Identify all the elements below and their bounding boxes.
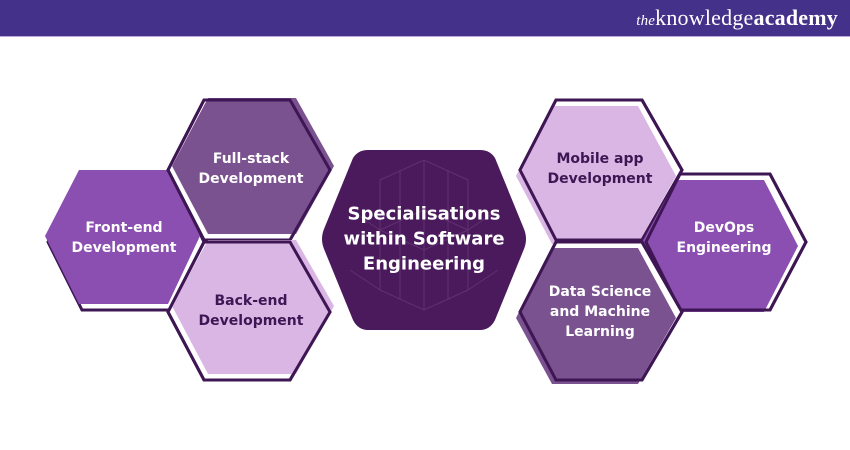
hexagon-center	[322, 150, 526, 330]
hexagon-back-end	[166, 240, 334, 382]
mobile-app-label: Mobile app Development	[547, 151, 653, 187]
hexagon-devops	[640, 172, 808, 312]
center-label: Specialisations within Software Engineer…	[343, 203, 505, 275]
hexagon-mobile-app	[516, 98, 684, 244]
hexagon-full-stack	[166, 98, 334, 242]
hexagon-front-end	[45, 170, 206, 312]
data-science-label: Data Science and Machine Learning	[548, 284, 652, 340]
full-stack-label: Full-stack Development	[198, 151, 304, 187]
devops-label: DevOps Engineering	[676, 220, 772, 256]
brand-header: theknowledgeacademy	[0, 0, 850, 37]
lattice-pattern	[349, 159, 499, 311]
back-end-label: Back-end Development	[198, 293, 304, 329]
front-end-label: Front-end Development	[71, 220, 177, 256]
brand-logo: theknowledgeacademy	[636, 5, 838, 30]
hexagon-data-science	[516, 240, 684, 384]
